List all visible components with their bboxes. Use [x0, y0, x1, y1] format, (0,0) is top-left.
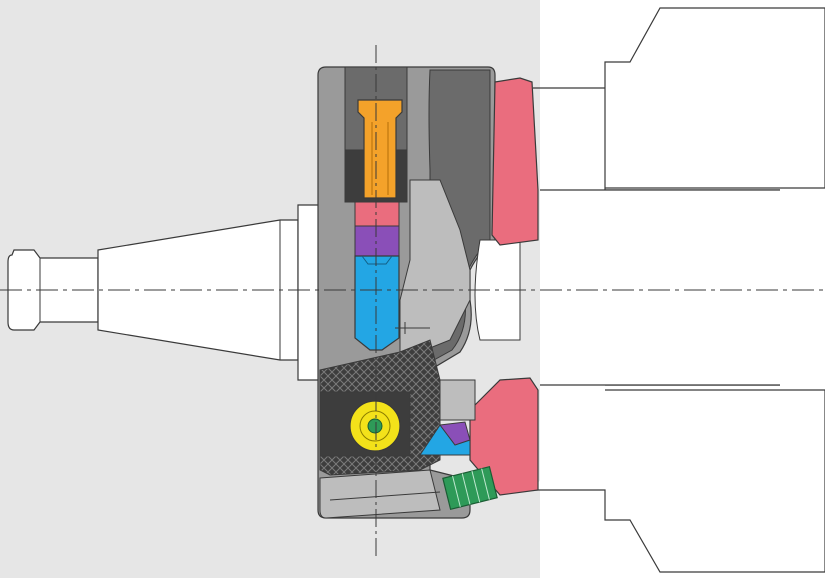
purple-wedge [439, 421, 471, 446]
adapter-lower-section [319, 469, 441, 519]
lower-block [439, 379, 476, 421]
pink-spacer [354, 201, 400, 227]
purple-spacer [354, 225, 400, 257]
seal-ring-top [491, 77, 539, 246]
green-set-screw [442, 465, 498, 511]
orange-insert [357, 99, 403, 199]
blue-locating-pin [354, 255, 400, 351]
cam-center-marker [367, 418, 383, 434]
adapter-light-section [399, 179, 471, 361]
seal-ring-bottom [469, 377, 539, 496]
